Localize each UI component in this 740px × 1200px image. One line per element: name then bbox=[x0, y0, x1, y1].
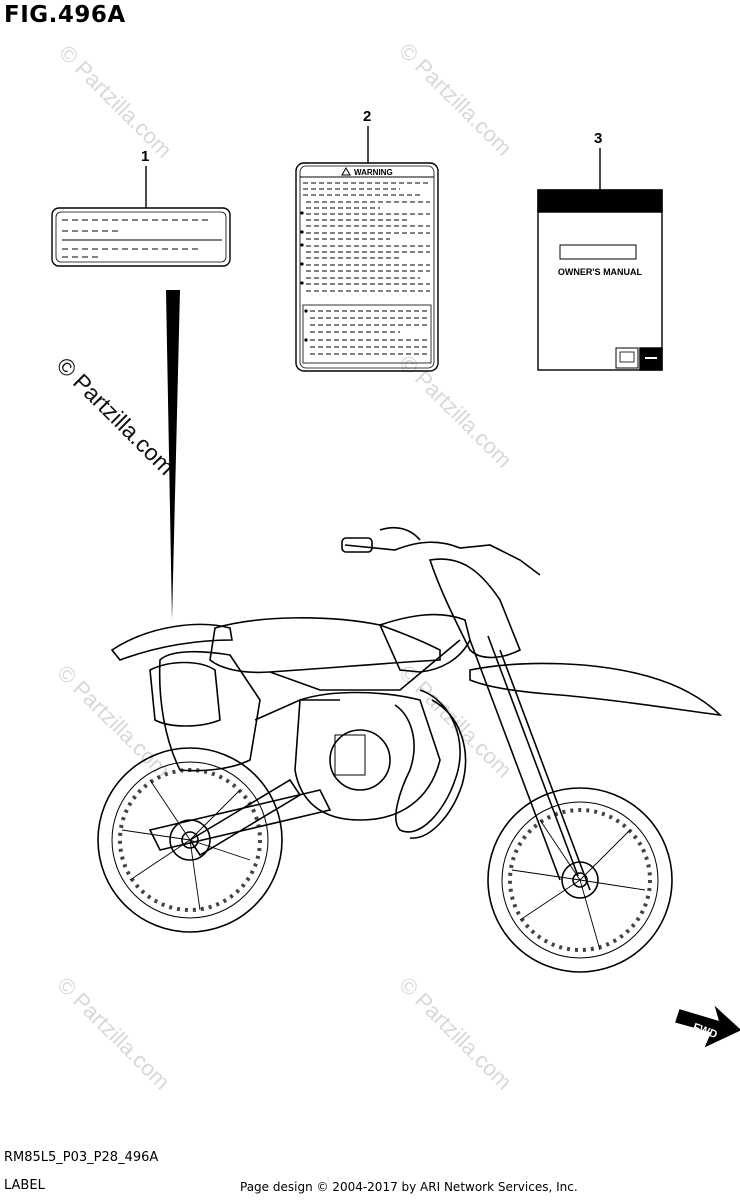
label-3-heading: OWNER'S MANUAL bbox=[558, 267, 643, 277]
footer-copyright: Page design © 2004-2017 by ARI Network S… bbox=[240, 1180, 578, 1194]
callout-2[interactable]: 2 bbox=[363, 108, 372, 125]
label-3-owners-manual[interactable] bbox=[537, 189, 663, 371]
label-1-sticker[interactable] bbox=[51, 207, 231, 267]
diagram-name: LABEL bbox=[4, 1178, 45, 1193]
label-2-warning-sticker[interactable] bbox=[295, 162, 439, 372]
fwd-arrow bbox=[675, 1005, 740, 1048]
label-2-heading: WARNING bbox=[354, 168, 393, 177]
label-1-pointer bbox=[166, 290, 180, 620]
diagram-code: RM85L5_P03_P28_496A bbox=[4, 1150, 159, 1165]
callout-3[interactable]: 3 bbox=[594, 130, 603, 147]
motorcycle-outline bbox=[97, 526, 723, 973]
figure-title: FIG.496A bbox=[4, 2, 126, 28]
callout-1[interactable]: 1 bbox=[141, 148, 150, 165]
